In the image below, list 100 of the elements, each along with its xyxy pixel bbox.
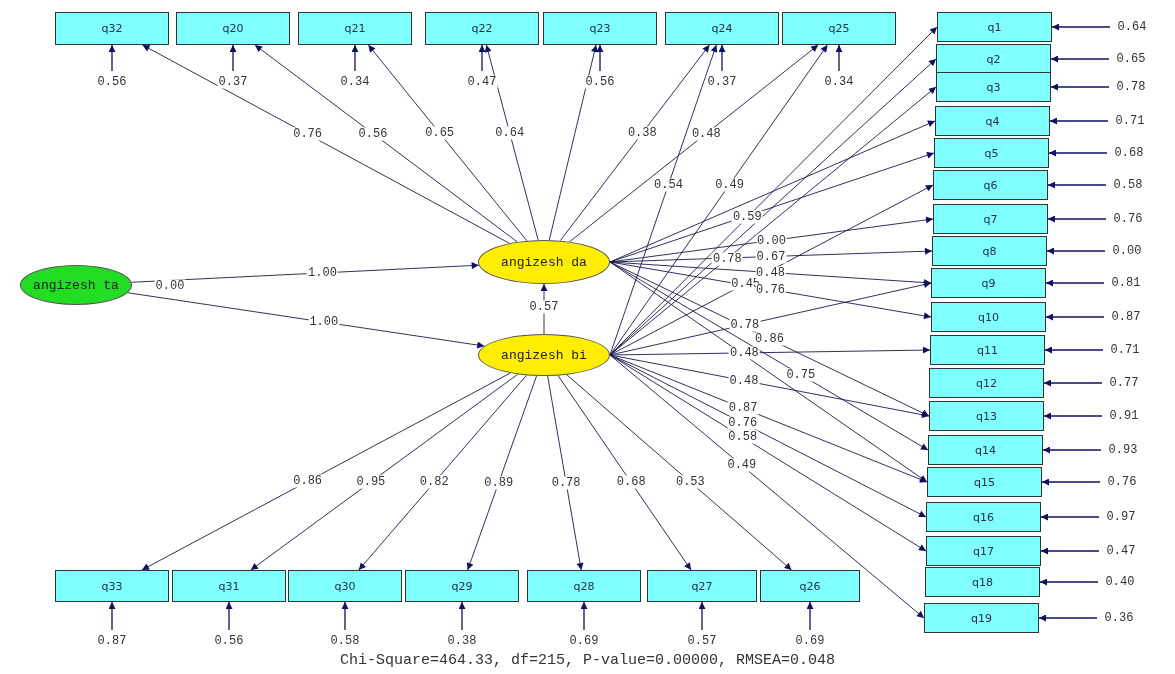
error-arrow <box>1046 247 1106 255</box>
error-arrow <box>1047 215 1107 223</box>
indicator-box: q23 <box>543 12 657 45</box>
error-arrow <box>341 601 349 631</box>
error-arrow <box>1050 55 1110 63</box>
indicator-box: q9 <box>931 268 1046 298</box>
path-coefficient: 0.78 <box>550 476 582 490</box>
path-coefficient: 0.89 <box>483 476 515 490</box>
error-variance-value: 0.37 <box>217 75 249 89</box>
indicator-box: q25 <box>782 12 896 45</box>
indicator-box: q14 <box>928 435 1043 465</box>
error-arrow <box>580 601 588 631</box>
path-coefficient: 0.58 <box>727 430 759 444</box>
path-coefficient: 0.56 <box>357 127 389 141</box>
error-arrow <box>1040 513 1100 521</box>
fit-statistics-caption: Chi-Square=464.33, df=215, P-value=0.00000, RMSEA=0.048 <box>338 652 837 669</box>
indicator-box: q18 <box>925 567 1040 597</box>
path-coefficient: 0.75 <box>785 368 817 382</box>
indicator-box: q22 <box>425 12 539 45</box>
path-coefficient: 0.78 <box>711 252 743 265</box>
path-coefficient: 0.86 <box>754 332 785 346</box>
indicator-box: q7 <box>933 204 1048 234</box>
path-coefficient: 0.00 <box>756 234 787 247</box>
path-coefficient: 0.64 <box>494 126 526 140</box>
error-arrow <box>1042 446 1102 454</box>
indicator-box: q16 <box>926 502 1041 532</box>
error-arrow <box>1044 346 1104 354</box>
path-coefficient: 0.68 <box>615 475 647 489</box>
error-arrow <box>225 601 233 631</box>
error-arrow <box>1047 181 1107 189</box>
indicator-box: q5 <box>934 138 1049 168</box>
path-coefficient: 0.53 <box>674 475 706 489</box>
indicator-box: q17 <box>926 536 1041 566</box>
path-coefficient: 0.65 <box>424 126 456 140</box>
indicator-box: q27 <box>647 570 757 602</box>
path-coefficient: 0.95 <box>355 475 387 489</box>
indicator-box: q31 <box>172 570 286 602</box>
path-coefficient: 0.59 <box>731 210 763 224</box>
path-coefficient: 0.76 <box>727 416 759 430</box>
latent-variable-ellipse: angizesh ta <box>20 265 132 305</box>
path-coefficient: 0.48 <box>729 346 760 360</box>
indicator-box: q28 <box>527 570 641 602</box>
path-coefficient: 0.78 <box>729 318 761 332</box>
path-coefficient: 0.76 <box>292 127 323 141</box>
indicator-box: q32 <box>55 12 169 45</box>
error-arrow <box>1045 279 1105 287</box>
indicator-box: q30 <box>288 570 402 602</box>
error-arrow <box>1043 412 1103 420</box>
indicator-box: q2 <box>936 44 1051 74</box>
path-coefficient: 0.57 <box>528 300 560 313</box>
indicator-box: q33 <box>55 570 169 602</box>
path-coefficient: 0.86 <box>292 474 324 488</box>
error-arrow <box>1050 83 1110 91</box>
error-arrow <box>1051 23 1111 31</box>
error-arrow <box>108 44 116 72</box>
indicator-box: q13 <box>929 401 1044 431</box>
error-arrow <box>478 44 486 72</box>
indicator-box: q21 <box>298 12 412 45</box>
error-arrow <box>1049 117 1109 125</box>
error-variance-value: 0.56 <box>584 75 616 89</box>
indicator-box: q11 <box>930 335 1045 365</box>
indicator-box: q4 <box>935 106 1050 136</box>
error-arrow <box>806 601 814 631</box>
indicator-box: q29 <box>405 570 519 602</box>
error-arrow <box>229 44 237 72</box>
path-coefficient: 0.82 <box>418 475 450 489</box>
error-arrow <box>1040 547 1100 555</box>
error-arrow <box>1038 614 1098 622</box>
indicator-box: q6 <box>933 170 1048 200</box>
error-arrow <box>108 601 116 631</box>
latent-variable-ellipse: angizesh bi <box>478 334 610 376</box>
path-coefficient: 0.38 <box>626 126 658 140</box>
error-variance-value: 0.47 <box>466 75 498 89</box>
latent-variable-ellipse: angizesh da <box>478 240 610 284</box>
indicator-box: q15 <box>927 467 1042 497</box>
indicator-box: q12 <box>929 368 1044 398</box>
indicator-box: q3 <box>936 72 1051 102</box>
error-arrow <box>1045 313 1105 321</box>
path-coefficient: 0.48 <box>755 266 786 279</box>
indicator-box: q1 <box>937 12 1052 42</box>
indicator-box: q19 <box>924 603 1039 633</box>
indicator-box: q24 <box>665 12 779 45</box>
error-arrow <box>718 44 726 72</box>
error-arrow <box>1041 478 1101 486</box>
path-coefficient: 0.87 <box>727 401 759 415</box>
indicator-box: q10 <box>931 302 1046 332</box>
error-arrow <box>835 44 843 72</box>
error-arrow <box>1043 379 1103 387</box>
indicator-box: q26 <box>760 570 860 602</box>
error-arrow <box>1048 149 1108 157</box>
error-arrow <box>458 601 466 631</box>
path-coefficient: 0.49 <box>714 178 745 191</box>
error-arrow <box>351 44 359 72</box>
error-arrow <box>1039 578 1099 586</box>
path-coefficient: 0.49 <box>726 458 758 472</box>
path-coefficient: 0.48 <box>690 127 722 140</box>
path-coefficient: 0.54 <box>653 178 684 191</box>
indicator-box: q8 <box>932 236 1047 266</box>
error-arrow <box>698 601 706 631</box>
indicator-box: q20 <box>176 12 290 45</box>
